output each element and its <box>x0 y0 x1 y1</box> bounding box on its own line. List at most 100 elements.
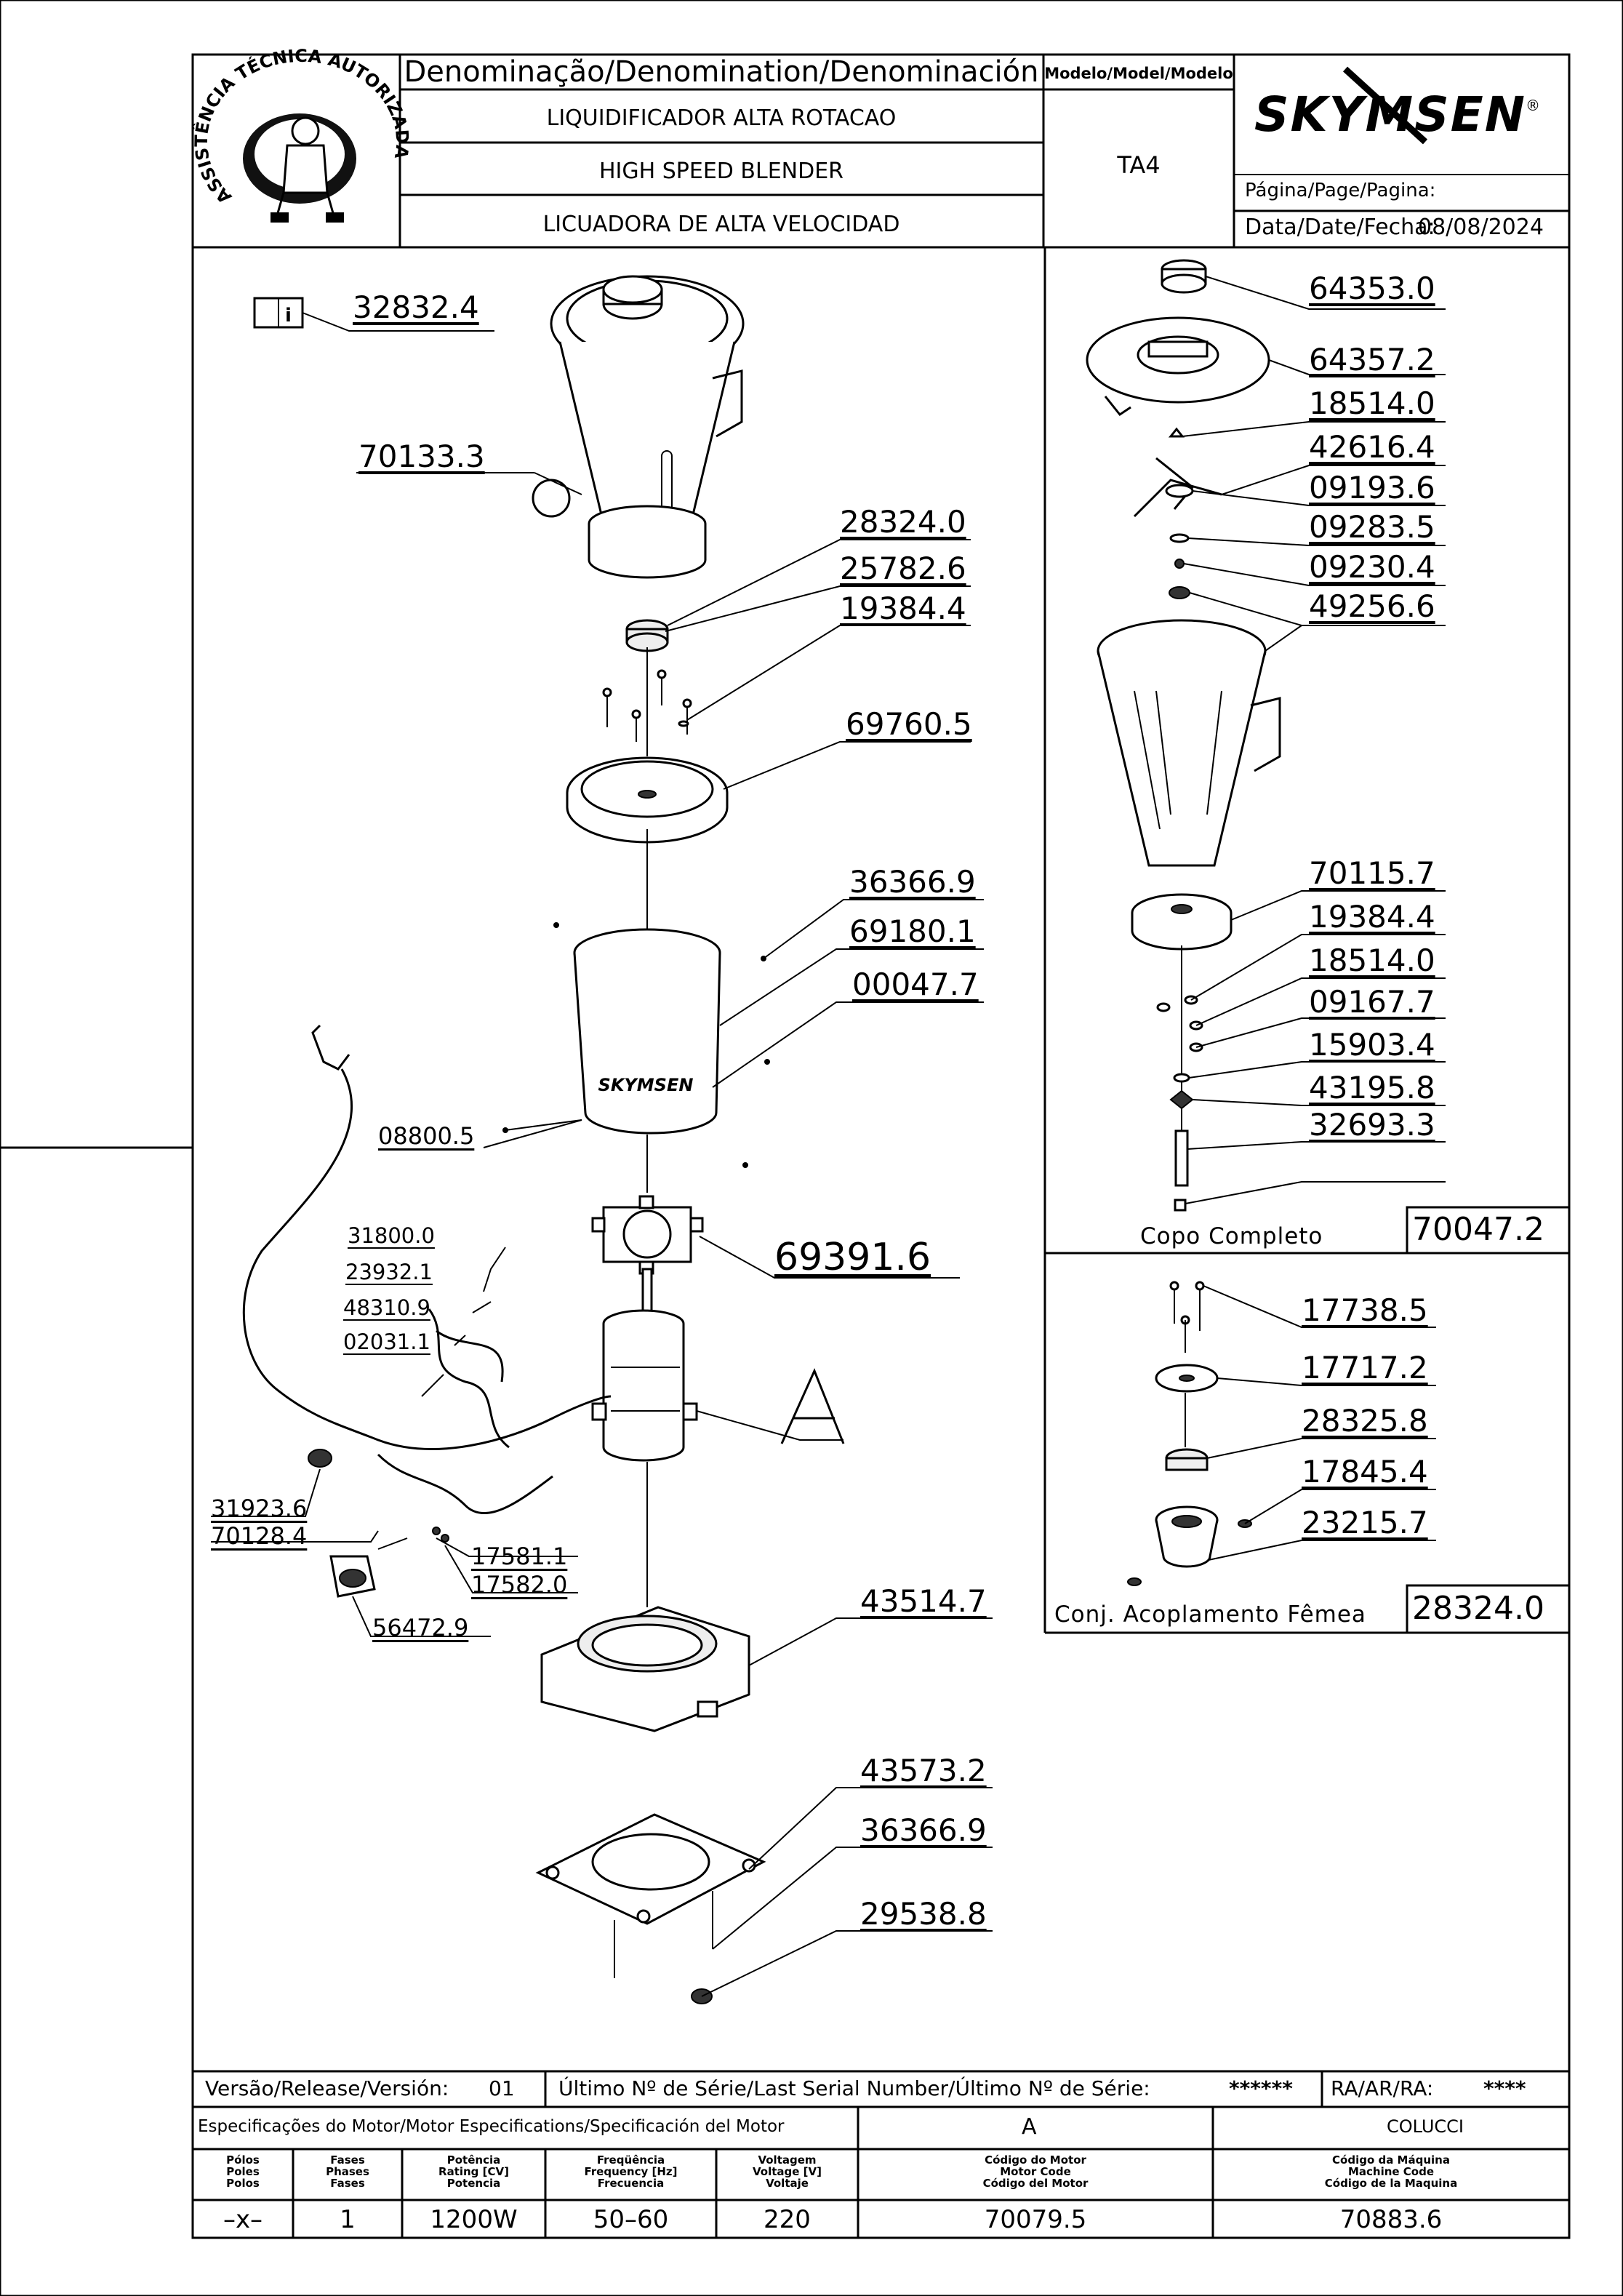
part-number-25782-6: 25782.6 <box>840 551 966 586</box>
product-name-pt: LIQUIDIFICADOR ALTA ROTACAO <box>547 105 897 131</box>
ra-label: RA/AR/RA: <box>1331 2076 1434 2100</box>
power-cable <box>242 1024 612 1515</box>
cup-kit-view <box>1086 259 1281 1212</box>
cup-part-19384-4: 19384.4 <box>1309 899 1435 935</box>
part-number-36366-9-bottom: 36366.9 <box>860 1812 987 1848</box>
gasket-plate <box>591 1195 704 1275</box>
part-number-08800-5: 08800.5 <box>378 1122 475 1150</box>
part-number-70128-4: 70128.4 <box>211 1522 308 1550</box>
authorized-service-logo: ASSISTÊNCIA TÉCNICA AUTORIZADA <box>191 46 412 223</box>
part-number-02031-1: 02031.1 <box>343 1329 430 1354</box>
motor-housing: SKYMSEN <box>502 922 770 1168</box>
main-exploded-view: i <box>242 275 770 2004</box>
cup-part-64357-2: 64357.2 <box>1309 342 1435 377</box>
coupling-kit-view <box>1127 1281 1252 1586</box>
motor-reference-a <box>780 1368 845 1444</box>
motor-assembly <box>591 1268 698 1462</box>
cup-part-32693-3: 32693.3 <box>1309 1107 1435 1143</box>
housing-brand-watermark: SKYMSEN <box>598 1075 694 1095</box>
cup-part-09193-6: 09193.6 <box>1309 470 1435 505</box>
coupling-part-23215-7: 23215.7 <box>1302 1505 1428 1540</box>
part-number-23932-1: 23932.1 <box>345 1260 433 1284</box>
part-number-00047-7: 00047.7 <box>852 967 979 1002</box>
cup-part-18514-0-b: 18514.0 <box>1309 943 1435 978</box>
brand-registered-mark: ® <box>1526 97 1540 114</box>
motor-reference: A <box>1022 2114 1037 2140</box>
cup-part-43195-8: 43195.8 <box>1309 1070 1435 1105</box>
release-label: Versão/Release/Versión: <box>205 2076 449 2100</box>
footer-grid <box>193 2070 1569 2238</box>
spec-value-poles: –x– <box>223 2205 263 2234</box>
manufacturer-name: COLUCCI <box>1387 2116 1464 2137</box>
part-number-31923-6: 31923.6 <box>211 1495 308 1522</box>
part-number-69760-5: 69760.5 <box>846 706 972 742</box>
screws-upper <box>602 669 692 742</box>
switch-part <box>329 1537 408 1598</box>
cable-gland <box>308 1449 332 1468</box>
manual-info-icon: i <box>285 305 292 327</box>
spec-value-machine-code: 70883.6 <box>1339 2205 1443 2234</box>
release-value: 01 <box>489 2076 515 2100</box>
part-number-69180-1: 69180.1 <box>849 913 976 949</box>
title-block <box>193 55 1569 249</box>
part-number-17581-1: 17581.1 <box>471 1543 568 1570</box>
part-number-56472-9: 56472.9 <box>372 1614 469 1641</box>
model-label: Modelo/Model/Modelo <box>1044 65 1233 82</box>
part-number-48310-9: 48310.9 <box>343 1295 430 1320</box>
coupling-part-17717-2: 17717.2 <box>1302 1350 1428 1385</box>
terminals <box>432 1527 449 1543</box>
cup-part-09167-7: 09167.7 <box>1309 984 1435 1020</box>
coupling-part-17738-5: 17738.5 <box>1302 1292 1428 1328</box>
spec-value-voltage: 220 <box>764 2205 811 2234</box>
drawing-frame <box>191 53 1571 2239</box>
coupling-kit-code: 28324.0 <box>1412 1590 1544 1627</box>
part-number-36366-9-top: 36366.9 <box>849 864 976 900</box>
page-label: Página/Page/Pagina: <box>1245 180 1435 201</box>
cup-part-42616-4: 42616.4 <box>1309 429 1435 465</box>
part-number-17582-0: 17582.0 <box>471 1571 568 1599</box>
cup-kit-leader-lines <box>1182 276 1446 1204</box>
brand-name: SKYMSEN <box>1254 87 1526 143</box>
motor-spec-label: Especificações do Motor/Motor Especifica… <box>198 2117 785 2136</box>
cup-part-64353-0: 64353.0 <box>1309 271 1435 306</box>
coupling-kit-caption: Conj. Acoplamento Fêmea <box>1054 1601 1366 1628</box>
coupling-kit-leader-lines <box>1203 1285 1436 1561</box>
skymsen-brand-logo: SKYMSEN ® <box>1254 66 1540 145</box>
spec-value-motor-code: 70079.5 <box>984 2205 1087 2234</box>
cup-part-49256-6: 49256.6 <box>1309 588 1435 624</box>
spec-value-phases: 1 <box>340 2205 356 2234</box>
main-leader-lines <box>211 312 993 1997</box>
part-number-31800-0: 31800.0 <box>348 1223 435 1248</box>
spec-value-rating: 1200W <box>430 2205 518 2234</box>
serial-label: Último Nº de Série/Last Serial Number/Úl… <box>558 2076 1150 2100</box>
spec-value-frequency: 50–60 <box>593 2205 669 2234</box>
product-name-es: LICUADORA DE ALTA VELOCIDAD <box>543 212 900 237</box>
cup-part-09230-4: 09230.4 <box>1309 549 1435 585</box>
part-number-43514-7: 43514.7 <box>860 1583 987 1619</box>
base-housing <box>540 1606 750 1732</box>
part-number-28324-0: 28324.0 <box>840 504 966 540</box>
mechanic-head-icon <box>291 116 320 145</box>
right-panels-frame <box>1043 247 1571 1634</box>
motor-reference-label: A <box>780 1367 834 1447</box>
top-plate <box>566 756 729 844</box>
cup-part-18514-0-a: 18514.0 <box>1309 385 1435 421</box>
date-label: Data/Date/Fecha: <box>1245 215 1435 240</box>
coupling-part-28325-8: 28325.8 <box>1302 1403 1428 1439</box>
bottom-plate <box>535 1813 766 2004</box>
part-number-43573-2: 43573.2 <box>860 1753 987 1788</box>
part-number-19384-4: 19384.4 <box>840 591 966 626</box>
part-number-69391-6: 69391.6 <box>774 1236 931 1279</box>
part-number-32832-4: 32832.4 <box>353 289 479 325</box>
part-number-70133-3: 70133.3 <box>358 439 485 474</box>
model-value: TA4 <box>1116 151 1160 179</box>
cup-part-09283-5: 09283.5 <box>1309 509 1435 545</box>
blender-jar <box>532 275 745 579</box>
